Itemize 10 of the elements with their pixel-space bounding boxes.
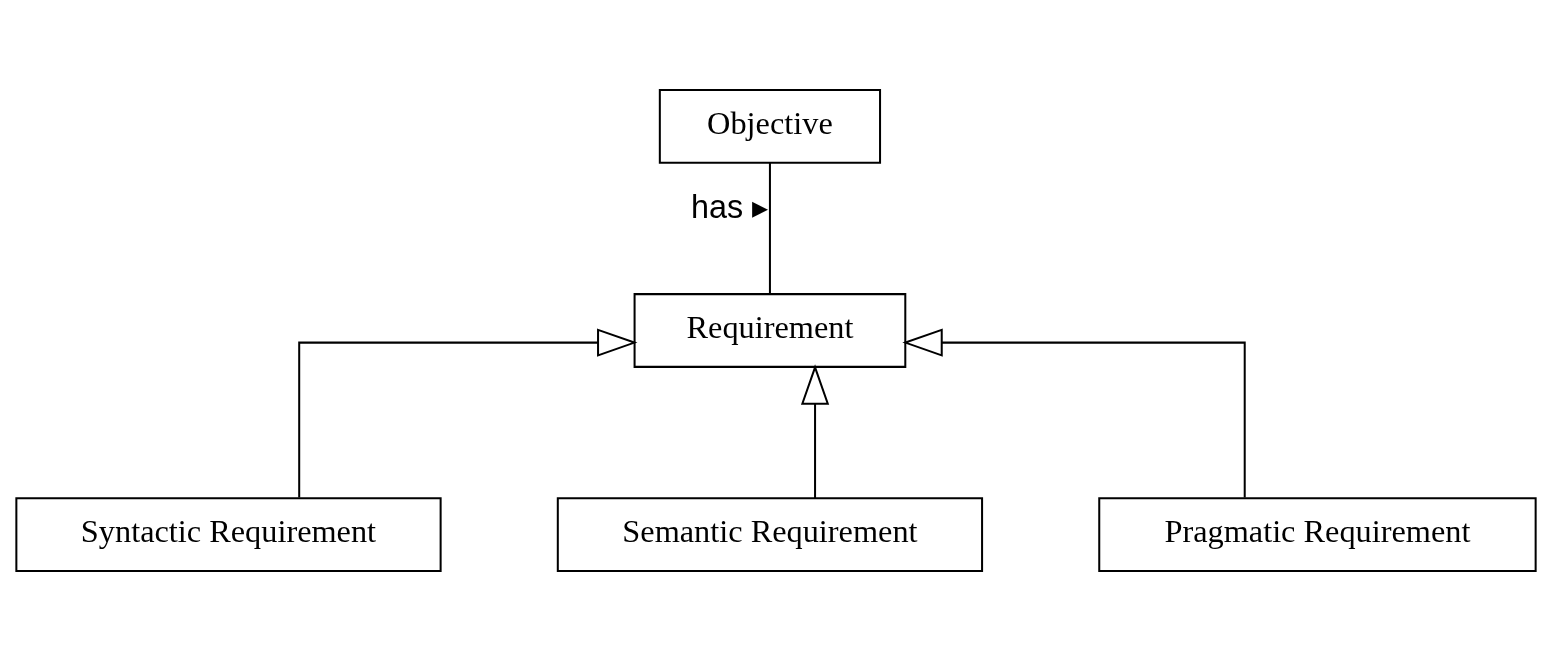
node-box: Objective	[658, 88, 882, 164]
node-box: Semantic Requirement	[556, 496, 984, 572]
node-box: Pragmatic Requirement	[1098, 496, 1537, 572]
edge-label: has ▸	[690, 188, 769, 225]
connector	[768, 162, 771, 294]
arrow	[298, 327, 638, 498]
arrow	[902, 327, 1246, 498]
arrow	[800, 363, 830, 498]
node-box: Syntactic Requirement	[15, 496, 442, 572]
node-box: Requirement	[633, 292, 907, 368]
